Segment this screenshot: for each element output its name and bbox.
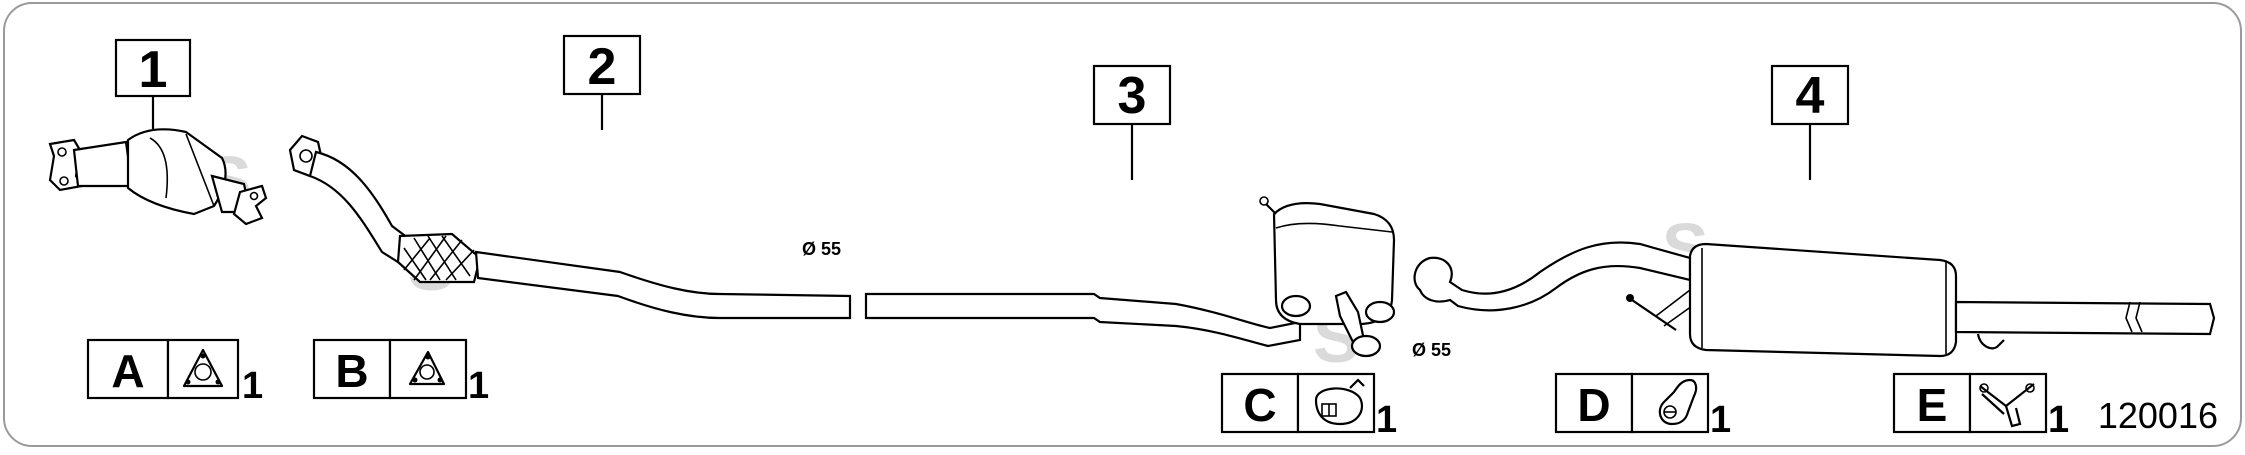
rear-inlet-pipe	[1413, 241, 1692, 312]
front-pipe-tube	[474, 250, 852, 320]
kit-letter-box	[1892, 372, 1972, 434]
kit-icon-box	[1968, 372, 2048, 434]
flange-gasket-icon	[408, 350, 446, 386]
silencer-seam	[1275, 222, 1393, 233]
silencer-port	[1280, 294, 1312, 318]
rear-silencer	[1688, 242, 1958, 358]
kit-b: B 1	[312, 338, 489, 407]
reference-number: 120016	[2098, 395, 2218, 436]
kit-letter-box	[312, 338, 392, 400]
silencer-port	[1364, 300, 1396, 324]
callout-box	[1092, 64, 1172, 126]
diagram-frame	[3, 2, 2242, 447]
callout-number: 1	[139, 41, 168, 99]
callout-number: 2	[588, 38, 617, 96]
mounting-bracket-icon	[1979, 383, 2035, 428]
flex-mesh	[403, 235, 475, 281]
flange-bolt-hole	[249, 191, 259, 201]
hanger-bracket	[1655, 289, 1693, 327]
kit-letter: E	[1917, 379, 1948, 431]
silencer-outlet-end	[1350, 334, 1382, 358]
body-seam	[149, 137, 169, 199]
kit-icon-box	[388, 338, 468, 400]
callout-box	[562, 34, 642, 96]
kit-letter-box	[86, 338, 170, 400]
hanger-rod	[1631, 299, 1677, 331]
kit-quantity: 1	[1710, 399, 1731, 441]
flange-bolt-hole	[59, 176, 69, 186]
tailpipe-seam	[2135, 301, 2143, 333]
callout-2: 2	[562, 34, 642, 130]
kit-d: D 1	[1554, 372, 1731, 441]
kit-e: E 1	[1892, 372, 2069, 441]
kit-quantity: 1	[468, 365, 489, 407]
callout-number: 4	[1796, 67, 1825, 125]
silencer-stud-head	[1259, 196, 1269, 206]
kit-letter-box	[1220, 372, 1300, 434]
callout-box	[1770, 64, 1850, 126]
kit-c: C 1	[1220, 372, 1397, 441]
catalytic-converter	[48, 128, 268, 226]
kit-quantity: 1	[1376, 399, 1397, 441]
front-bend	[308, 150, 410, 264]
callout-1: 1	[114, 38, 192, 130]
tailpipe-seam	[2125, 301, 2133, 333]
rear-outlet-diameter: Ø 55	[1412, 340, 1451, 360]
callout-4: 4	[1770, 64, 1850, 180]
kit-quantity: 1	[242, 365, 263, 407]
kit-letter: D	[1577, 379, 1610, 431]
hanger-rod-end	[1626, 294, 1634, 302]
inlet-neck	[72, 140, 134, 188]
kit-a: A 1	[86, 338, 263, 407]
callout-number: 3	[1118, 67, 1147, 125]
centre-pipe	[864, 292, 1302, 348]
flange-gasket-icon	[182, 348, 224, 388]
flange-bolt-hole	[299, 149, 313, 163]
rear-section	[1413, 241, 2216, 358]
silencer-stud	[1265, 203, 1277, 215]
tailpipe-hanger	[1976, 333, 2005, 350]
front-pipe	[288, 134, 852, 320]
centre-section	[864, 196, 1396, 358]
front-pipe-diameter: Ø 55	[802, 239, 841, 259]
kit-letter: C	[1243, 379, 1276, 431]
kit-icon-box	[1630, 372, 1710, 434]
body-seam	[185, 133, 215, 207]
rubber-hanger-icon	[1658, 378, 1698, 426]
kit-quantity: 1	[2048, 399, 2069, 441]
callout-3: 3	[1092, 64, 1172, 180]
kit-letter: A	[111, 345, 144, 397]
pipe-clamp-icon	[1314, 378, 1365, 426]
kit-icon-box	[166, 338, 240, 400]
flange-bolt-hole	[57, 147, 67, 157]
tailpipe	[1954, 300, 2216, 336]
kit-letter: B	[335, 345, 368, 397]
middle-silencer	[1272, 202, 1396, 326]
kit-letter-box	[1554, 372, 1634, 434]
